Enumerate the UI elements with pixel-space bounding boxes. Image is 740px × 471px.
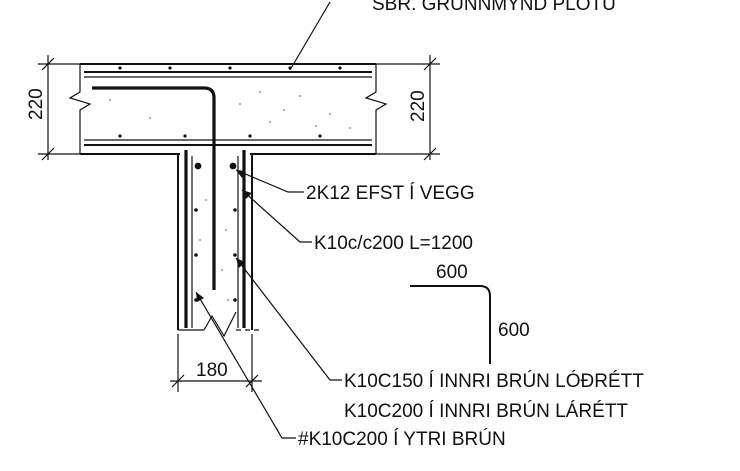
bend-horizontal-length: 600: [436, 262, 468, 283]
dim-slab-right: [376, 55, 440, 161]
concrete-stipple: [109, 91, 351, 301]
label-inner-horizontal: K10C200 Í INNRI BRÚN LÁRÉTT: [344, 400, 628, 422]
bend-vertical-length: 600: [498, 320, 530, 341]
bend-shape: [410, 285, 491, 364]
leaders: [195, 169, 342, 439]
top-ref-leader: [289, 1, 331, 71]
top-ref-label: SBR. GRUNNMYND PLÖTU: [372, 0, 616, 15]
slab-outline: [68, 63, 388, 155]
dim-wall-width-text: 180: [196, 360, 228, 381]
wall-reinforcement: [184, 150, 246, 328]
leader-arrowheads: [196, 170, 252, 302]
slab-reinforcement: [84, 66, 372, 146]
label-inner-vertical: K10C150 Í INNRI BRÚN LÓÐRÉTT: [344, 370, 644, 392]
dim-slab-left-text: 220: [26, 88, 47, 120]
label-outer-face: #K10C200 Í YTRI BRÚN: [298, 428, 506, 450]
dim-slab-right-text: 220: [408, 90, 429, 122]
label-hook-bar: K10c/c200 L=1200: [314, 233, 473, 254]
hooked-bar: [92, 86, 216, 290]
dim-slab-left: [38, 55, 80, 161]
wall-outline: [177, 154, 262, 338]
dim-wall-width: [170, 334, 262, 392]
label-top-bars: 2K12 EFST Í VEGG: [306, 183, 475, 204]
